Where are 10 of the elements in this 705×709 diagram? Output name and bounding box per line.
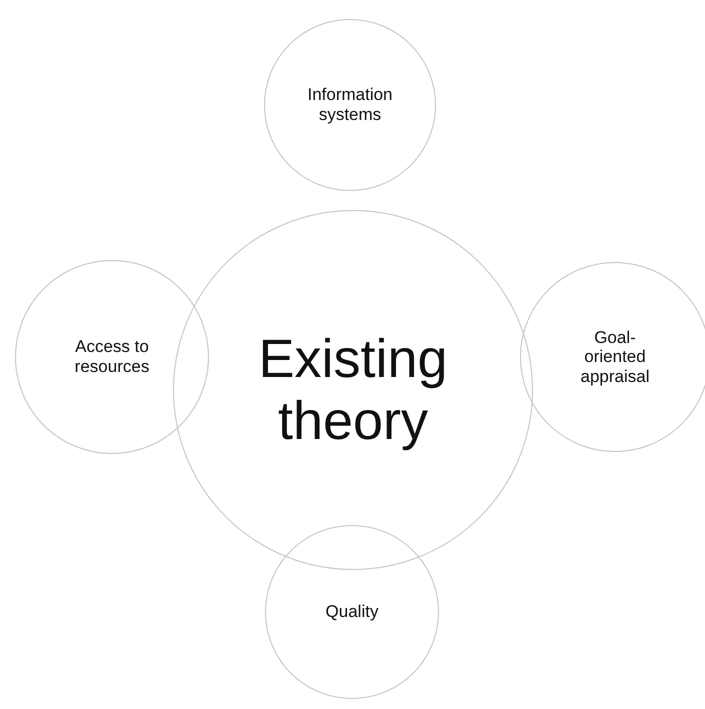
node-label: Information systems: [306, 85, 394, 125]
circle-node: [264, 19, 436, 191]
node-label: Access to resources: [74, 337, 150, 377]
node-label: Goal-oriented appraisal: [580, 328, 650, 386]
circle-node: [173, 210, 533, 570]
circle-node: [15, 260, 209, 454]
node-label: Quality: [324, 602, 380, 622]
node-label: Existing theory: [257, 328, 449, 452]
circle-node: [265, 525, 439, 699]
circle-node: [520, 262, 705, 452]
